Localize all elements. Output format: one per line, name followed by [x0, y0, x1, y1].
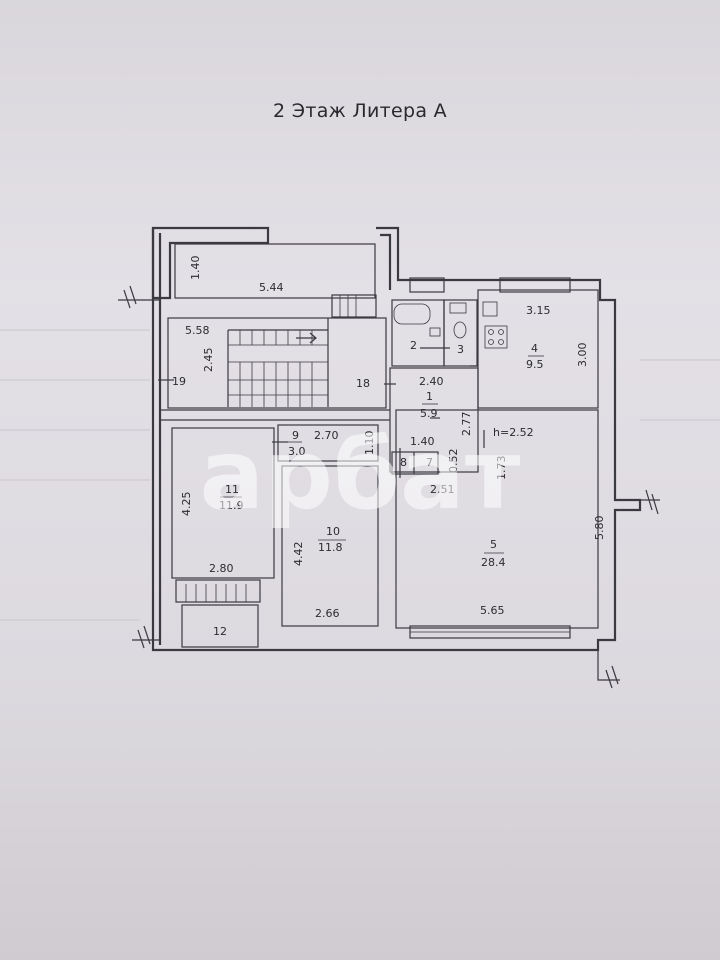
room-number-11: 11: [225, 483, 239, 496]
room-area-1: 5.9: [420, 407, 438, 420]
room-corridor-top: [174, 243, 377, 318]
room-number-9: 9: [292, 429, 299, 442]
dim-5-44: 5.44: [259, 281, 284, 294]
room-number-10: 10: [326, 525, 340, 538]
break-markers: [118, 285, 660, 689]
room-kitchen: [409, 277, 599, 409]
room-number-12: 12: [213, 625, 227, 638]
room-area-10: 11.8: [318, 541, 343, 554]
dim-2-45: 2.45: [202, 348, 215, 373]
room-storage: [272, 424, 379, 462]
dim-1-40: 1.40: [189, 256, 202, 281]
staircase: [158, 317, 387, 409]
room-number-19: 19: [172, 375, 186, 388]
background-table-lines: [0, 329, 720, 621]
dim-1-73: 1.73: [495, 456, 508, 481]
dim-2-51: 2.51: [430, 483, 455, 496]
dim-4-42: 4.42: [292, 542, 305, 567]
area-fraction-bars: [220, 355, 544, 554]
dim-3-15: 3.15: [526, 304, 551, 317]
room-living: [395, 409, 599, 639]
room-number-2: 2: [410, 339, 417, 352]
room-number-4: 4: [531, 342, 538, 355]
room-bathroom: [391, 299, 478, 367]
dim-2-40: 2.40: [419, 375, 444, 388]
room-area-9: 3.0: [288, 445, 306, 458]
room-number-5: 5: [490, 538, 497, 551]
room-number-1: 1: [426, 390, 433, 403]
room-number-3: 3: [457, 343, 464, 356]
dim-0-52: 0.52: [447, 449, 460, 474]
height-label: h=2.52: [493, 426, 534, 439]
dim-2-77: 2.77: [460, 412, 473, 437]
dim-1-10: 1.10: [363, 431, 376, 456]
room-small-7-8: [391, 448, 439, 478]
dim-5-65: 5.65: [480, 604, 505, 617]
dim-1-40-b: 1.40: [410, 435, 435, 448]
room-area-11: 11.9: [219, 499, 244, 512]
room-11: [171, 427, 275, 579]
room-area-5: 28.4: [481, 556, 506, 569]
outer-walls: [151, 226, 642, 652]
dim-2-80: 2.80: [209, 562, 234, 575]
dim-5-80: 5.80: [593, 516, 606, 541]
room-10: [281, 465, 379, 627]
room-number-8: 8: [400, 456, 407, 469]
room-area-4: 9.5: [526, 358, 544, 371]
plan-labels: 1.40 5.44 5.58 2.45 19 18 2 3 3.15 4 9.5…: [172, 256, 606, 639]
room-hall: [384, 367, 479, 473]
plan-title: 2 Этаж Литера А: [273, 100, 447, 122]
dim-2-66: 2.66: [315, 607, 340, 620]
dim-3-00: 3.00: [576, 343, 589, 368]
dim-4-25: 4.25: [180, 492, 193, 517]
dim-5-58: 5.58: [185, 324, 210, 337]
room-number-18: 18: [356, 377, 370, 390]
dim-2-70: 2.70: [314, 429, 339, 442]
room-number-7: 7: [426, 456, 433, 469]
room-12: [175, 579, 261, 648]
